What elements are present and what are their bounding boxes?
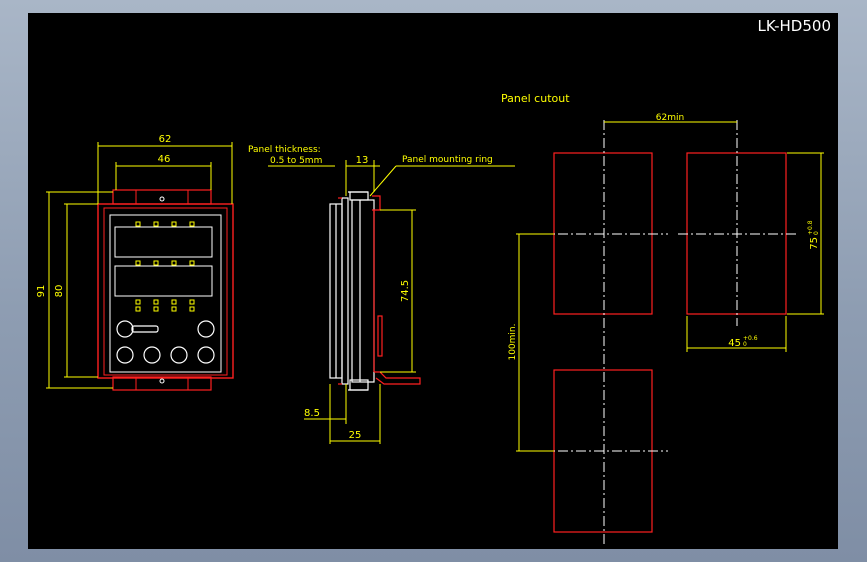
cutout-height-label: 75 <box>809 237 820 250</box>
front-button <box>170 346 188 364</box>
cutout-pitch-label: 62min <box>656 113 684 123</box>
side-depth-small: 8.5 <box>304 408 320 419</box>
cutout-height-tol-low: 0 <box>813 231 820 235</box>
cutout-width-tol: +0.6 <box>743 335 758 342</box>
side-view: Panel thickness: 0.5 to 5mm 13 Panel mou… <box>248 145 515 444</box>
panel-mounting-ring-label: Panel mounting ring <box>402 155 493 165</box>
display-upper <box>114 226 213 258</box>
side-thickness-dim: 13 <box>356 155 369 166</box>
front-inner-height-label: 80 <box>54 285 65 298</box>
front-button <box>197 320 215 338</box>
front-button-knob <box>116 320 134 338</box>
front-button <box>116 346 134 364</box>
panel-cutout-view: Panel cutout <box>501 92 824 545</box>
side-height-dim: 74.5 <box>400 280 411 302</box>
front-face <box>109 214 222 373</box>
front-width-label: 62 <box>159 134 172 145</box>
panel-mounting-ring <box>372 195 381 211</box>
drawing-title: LK-HD500 <box>758 17 832 35</box>
cutout-vertical-pitch-label: 100min. <box>508 323 518 360</box>
front-view: 62 46 91 80 <box>36 134 234 391</box>
front-height-label: 91 <box>36 285 47 298</box>
display-lower <box>114 265 213 297</box>
front-bottom-tab <box>112 376 212 391</box>
drawing-canvas[interactable] <box>28 13 838 549</box>
front-inner-width-label: 46 <box>158 154 171 165</box>
side-depth-total: 25 <box>349 430 362 441</box>
cutout-height-tol: +0.8 <box>807 220 814 235</box>
front-bezel <box>97 203 234 379</box>
panel-thickness-title: Panel thickness: <box>248 145 321 155</box>
front-button <box>143 346 161 364</box>
side-body <box>351 199 375 383</box>
cutout-width-label: 45 <box>728 338 741 349</box>
cutout-width-tol-low: 0 <box>743 341 747 348</box>
front-button <box>197 346 215 364</box>
panel-cutout-title: Panel cutout <box>501 92 570 105</box>
panel-thickness-range: 0.5 to 5mm <box>270 156 322 166</box>
